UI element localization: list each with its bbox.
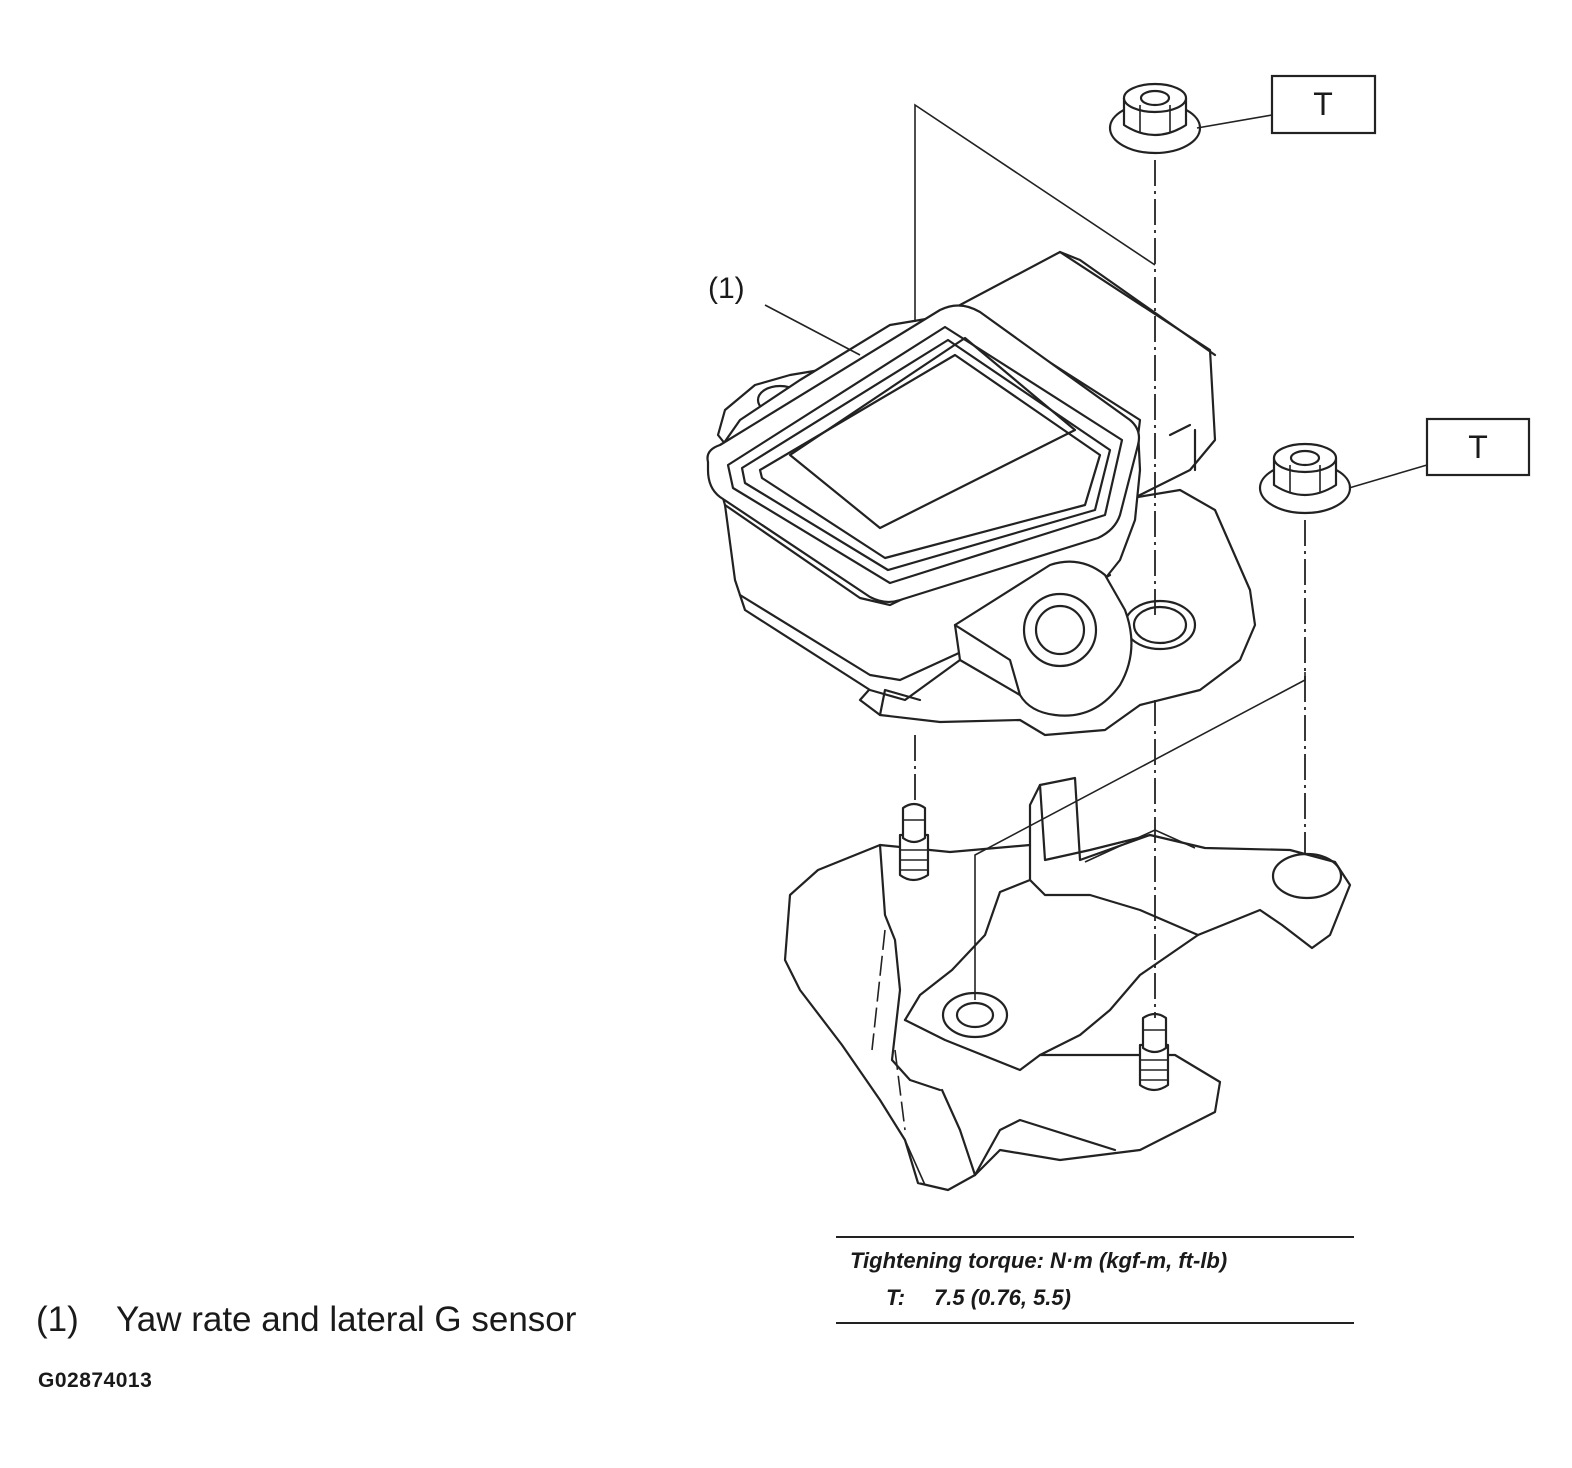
- torque-row-key: T:: [886, 1285, 906, 1310]
- torque-table-row: T: 7.5 (0.76, 5.5): [886, 1285, 1071, 1311]
- callout-part-1: (1): [708, 272, 745, 305]
- tightening-torque-table: Tightening torque: N·m (kgf-m, ft-lb) T:…: [836, 1236, 1354, 1324]
- torque-row-value: 7.5 (0.76, 5.5): [934, 1285, 1071, 1310]
- figure-id: G02874013: [38, 1369, 153, 1392]
- assembly-lines: [914, 103, 1306, 1018]
- parts-legend-item: (1) Yaw rate and lateral G sensor: [36, 1300, 576, 1340]
- stud-left: [898, 802, 930, 882]
- leader-torque-b: [1348, 464, 1428, 489]
- torque-box-a-label: T: [1313, 86, 1333, 122]
- stud-right: [1138, 1012, 1170, 1092]
- torque-box-b: T: [1425, 417, 1531, 477]
- leader-torque-a: [1196, 114, 1273, 129]
- leader-part-1: [764, 304, 861, 356]
- yaw-rate-lateral-g-sensor: [706, 250, 1217, 717]
- torque-box-a: T: [1270, 74, 1377, 135]
- torque-box-b-label: T: [1468, 429, 1488, 465]
- legend-number: (1): [36, 1300, 79, 1339]
- torque-table-header: Tightening torque: N·m (kgf-m, ft-lb): [850, 1248, 1228, 1273]
- flange-nut-upper: [1108, 82, 1202, 155]
- legend-text: Yaw rate and lateral G sensor: [116, 1300, 577, 1339]
- mounting-bracket: [783, 776, 1352, 1192]
- flange-nut-lower: [1258, 442, 1352, 515]
